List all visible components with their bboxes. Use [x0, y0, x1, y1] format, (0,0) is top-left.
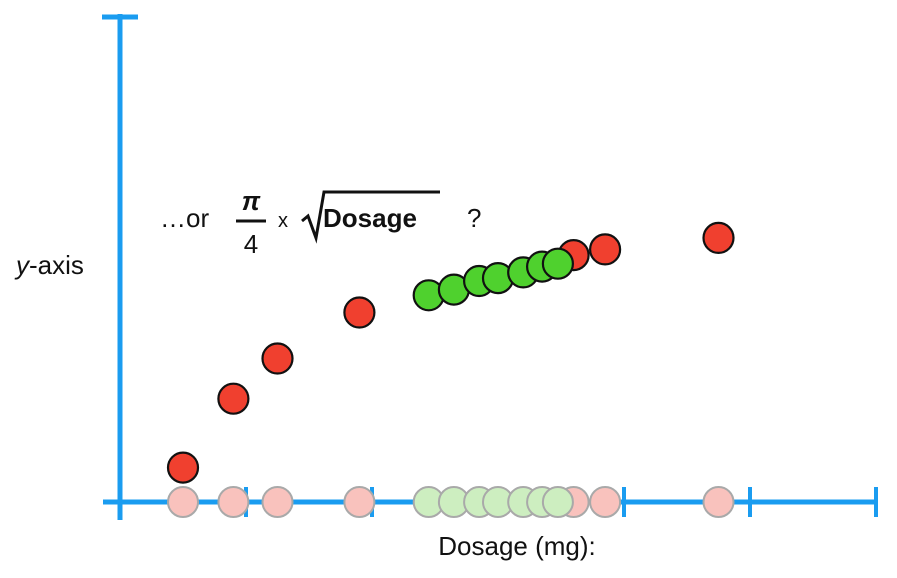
data-point: [702, 221, 735, 254]
rug-point: [217, 486, 250, 518]
annotation-numerator: π: [242, 186, 261, 216]
rug-point: [702, 486, 735, 518]
data-point: [166, 451, 200, 484]
square-root-symbol: [301, 190, 440, 244]
rug-point: [589, 486, 622, 518]
data-point: [588, 233, 622, 266]
rug-point: [261, 486, 294, 518]
data-point: [261, 342, 294, 375]
annotation-times: x: [278, 210, 288, 232]
data-points: [166, 221, 735, 484]
rug-points: [167, 486, 735, 518]
y-axis-label-italic: y: [14, 250, 31, 280]
data-point: [343, 296, 376, 329]
y-axis-label-rest: -axis: [29, 250, 84, 280]
data-point: [541, 247, 575, 280]
x-axis-label: Dosage (mg):: [438, 531, 596, 561]
annotation-denominator: 4: [244, 229, 258, 259]
annotation-suffix: ?: [467, 203, 481, 233]
rug-point: [343, 486, 376, 518]
y-axis-label: y-axis: [14, 250, 84, 280]
formula-annotation: …or π 4 x Dosage ?: [160, 186, 481, 259]
annotation-prefix: …or: [160, 203, 209, 233]
rug-point: [167, 486, 199, 518]
rug-point: [541, 486, 574, 518]
data-point: [217, 382, 250, 415]
annotation-radicand: Dosage: [323, 203, 417, 233]
